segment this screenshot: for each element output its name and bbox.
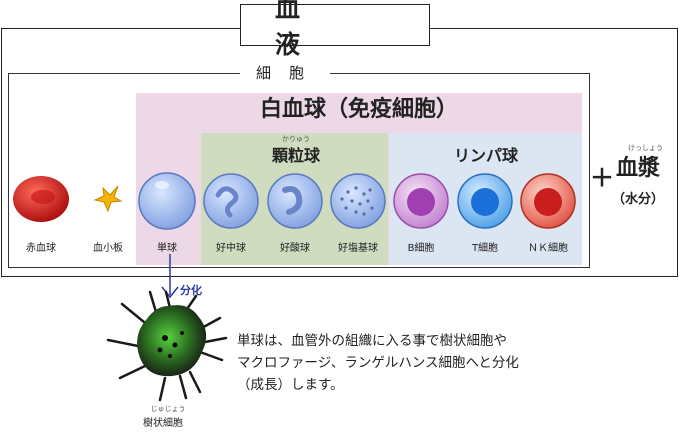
description: 単球は、血管外の組織に入る事で樹状細胞や マクロファージ、ランゲルハンス細胞へと… bbox=[237, 330, 597, 396]
cell-label-monocyte: 単球 bbox=[157, 243, 177, 254]
differentiation-label: 分化 bbox=[180, 284, 202, 297]
monocyte-icon bbox=[138, 172, 196, 230]
granulocyte-title: 顆粒球 bbox=[271, 146, 320, 165]
plasma-ruby: けっしょう bbox=[628, 144, 663, 152]
eosinophil-icon bbox=[267, 173, 323, 229]
cell-label-b-cell: B細胞 bbox=[407, 243, 435, 254]
wbc-title: 白血球（免疫細胞） bbox=[259, 97, 458, 122]
platelet-icon bbox=[93, 185, 123, 213]
red-blood-cell-icon bbox=[13, 176, 69, 222]
t-cell-icon bbox=[457, 173, 513, 229]
page-title: 血 液 bbox=[240, 0, 430, 59]
basophil-icon bbox=[330, 173, 386, 229]
cell-label-nk-cell: ＮＫ細胞 bbox=[528, 243, 568, 254]
cell-label-erythrocyte: 赤血球 bbox=[26, 243, 56, 254]
cell-label-platelet: 血小板 bbox=[93, 243, 123, 254]
cell-label-t-cell: T細胞 bbox=[471, 243, 499, 254]
description-line-1: 単球は、血管外の組織に入る事で樹状細胞や bbox=[237, 333, 507, 349]
nk-cell-icon bbox=[520, 173, 576, 229]
dendritic-ruby: じゅじょう bbox=[150, 405, 186, 413]
cell-label-basophil: 好塩基球 bbox=[338, 243, 378, 254]
granulocyte-ruby: かりゅう bbox=[282, 135, 310, 143]
cell-label-eosinophil: 好酸球 bbox=[280, 243, 310, 254]
plasma-note: （水分） bbox=[612, 192, 665, 207]
differentiation-arrow bbox=[161, 254, 179, 299]
plus-sign: ＋ bbox=[590, 164, 614, 192]
description-line-2: マクロファージ、ランゲルハンス細胞へと分化 bbox=[237, 355, 519, 371]
lymphocyte-title: リンパ球 bbox=[453, 146, 518, 165]
dendritic-cell-icon bbox=[106, 290, 228, 402]
b-cell-icon bbox=[393, 173, 449, 229]
description-line-3: （成長）します。 bbox=[237, 377, 344, 393]
cells-label: 細胞 bbox=[240, 63, 330, 83]
neutrophil-icon bbox=[203, 173, 259, 229]
plasma-title: 血漿 bbox=[616, 156, 661, 181]
dendritic-label: 樹状細胞 bbox=[143, 418, 183, 429]
cell-label-neutrophil: 好中球 bbox=[216, 243, 246, 254]
